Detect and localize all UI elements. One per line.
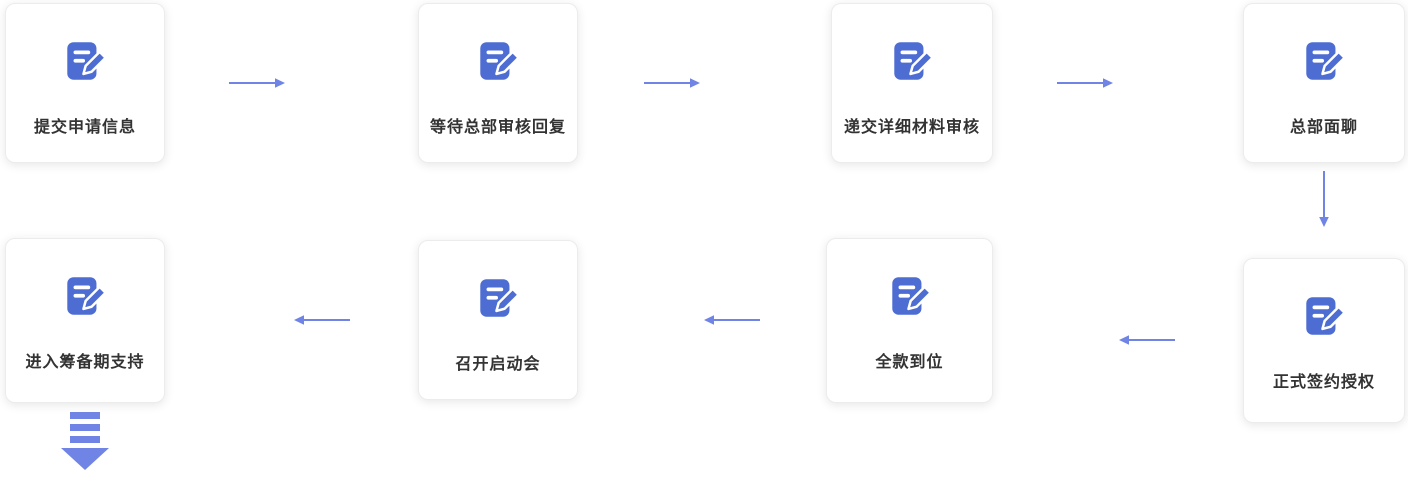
arrow-left-icon	[1119, 335, 1175, 345]
flow-step-card-preparation-support: 进入筹备期支持	[5, 238, 165, 403]
flow-step-label: 递交详细材料审核	[843, 119, 980, 136]
flow-step-card-formal-signing: 正式签约授权	[1243, 258, 1405, 423]
flow-step-card-kickoff-meeting: 召开启动会	[418, 240, 578, 400]
arrow-left-icon	[294, 315, 350, 325]
flow-step-label: 召开启动会	[455, 356, 541, 373]
arrow-right-icon	[644, 78, 700, 88]
big-down-arrow-stripe	[70, 424, 100, 431]
document-edit-icon	[60, 37, 110, 87]
arrow-down-icon	[1319, 171, 1329, 227]
flow-step-card-submit-application: 提交申请信息	[5, 3, 165, 163]
flow-step-label: 进入筹备期支持	[25, 354, 145, 371]
flow-step-card-wait-hq-review: 等待总部审核回复	[418, 3, 578, 163]
big-down-arrow-head	[61, 448, 109, 470]
big-down-arrow-icon	[61, 412, 109, 470]
document-edit-icon	[887, 37, 937, 87]
document-edit-icon	[473, 274, 523, 324]
flow-step-label: 正式签约授权	[1272, 374, 1375, 391]
document-edit-icon	[1299, 292, 1349, 342]
document-edit-icon	[885, 272, 935, 322]
arrow-right-icon	[1057, 78, 1113, 88]
flow-step-label: 总部面聊	[1289, 119, 1358, 136]
document-edit-icon	[1299, 37, 1349, 87]
document-edit-icon	[473, 37, 523, 87]
flow-step-card-full-payment: 全款到位	[826, 238, 993, 403]
flow-step-card-submit-detailed-materials: 递交详细材料审核	[831, 3, 993, 163]
flow-step-card-hq-interview: 总部面聊	[1243, 3, 1405, 163]
big-down-arrow-stripe	[70, 436, 100, 443]
document-edit-icon	[60, 272, 110, 322]
arrow-left-icon	[704, 315, 760, 325]
big-down-arrow-stripe	[70, 412, 100, 419]
flow-step-label: 等待总部审核回复	[429, 119, 566, 136]
flow-step-label: 全款到位	[875, 354, 944, 371]
flow-step-label: 提交申请信息	[33, 119, 136, 136]
arrow-right-icon	[229, 78, 285, 88]
